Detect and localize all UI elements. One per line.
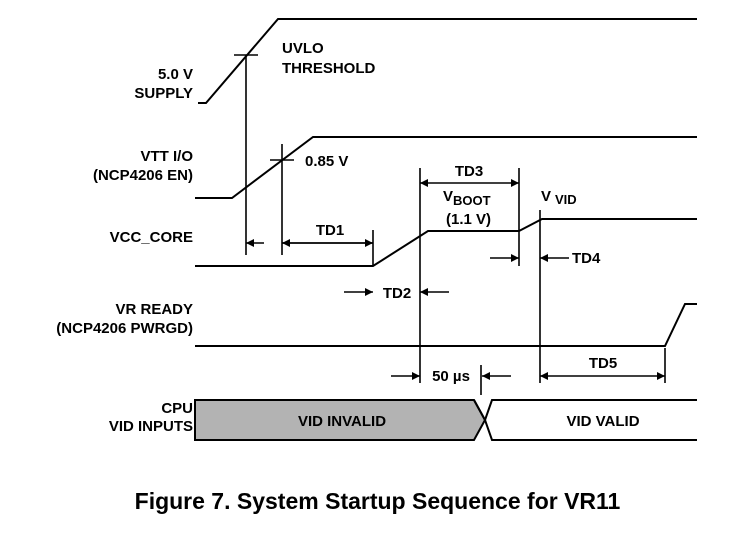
waveform-vtt — [195, 136, 697, 199]
td2-label: TD2 — [383, 285, 411, 302]
uvlo-label-line1: UVLO — [282, 40, 324, 57]
vtt-level-label: 0.85 V — [305, 153, 348, 170]
waveform-supply — [198, 18, 697, 104]
vid-invalid-segment — [194, 399, 487, 441]
label-vr-ready-line1: VR READY — [115, 301, 193, 318]
label-supply-line2: SUPPLY — [134, 85, 193, 102]
label-cpu-line2: VID INPUTS — [109, 418, 193, 435]
td1-label: TD1 — [316, 222, 344, 239]
vboot-subscript: BOOT — [453, 193, 491, 208]
vid-valid-top — [484, 399, 697, 421]
td5-label: TD5 — [589, 355, 617, 372]
label-vtt-line1: VTT I/O — [141, 148, 194, 165]
label-supply-line1: 5.0 V — [158, 66, 193, 83]
uvlo-label-line2: THRESHOLD — [282, 60, 376, 77]
td4-label: TD4 — [572, 250, 601, 267]
vid-cross-top — [473, 399, 486, 421]
label-vcc-core: VCC_CORE — [110, 229, 193, 246]
vid-valid-bottom — [484, 419, 697, 441]
figure-caption: Figure 7. System Startup Sequence for VR… — [134, 488, 621, 514]
label-cpu-line1: CPU — [161, 400, 193, 417]
waveform-vr-ready — [195, 303, 697, 347]
vboot-value-label: (1.1 V) — [446, 211, 491, 228]
waveform-vcc-core — [195, 218, 697, 267]
label-vtt-line2: (NCP4206 EN) — [93, 167, 193, 184]
vid-invalid-label: VID INVALID — [298, 413, 386, 430]
fifty-us-label: 50 µs — [432, 368, 470, 385]
vboot-v: V — [443, 188, 453, 205]
vid-valid-label: VID VALID — [566, 413, 639, 430]
vvid-v: V — [541, 188, 551, 205]
label-vr-ready-line2: (NCP4206 PWRGD) — [56, 320, 193, 337]
td3-label: TD3 — [455, 163, 483, 180]
vvid-subscript: VID — [555, 192, 577, 207]
vvid-label: V VID — [541, 188, 577, 207]
vboot-label: VBOOT — [443, 188, 491, 208]
